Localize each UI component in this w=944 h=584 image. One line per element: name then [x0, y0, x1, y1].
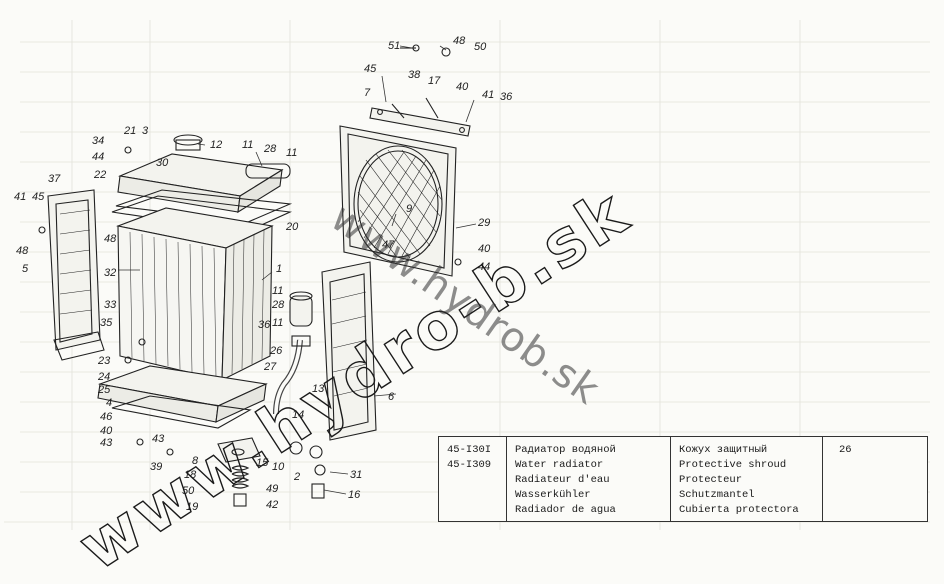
callout-16: 16: [348, 489, 361, 501]
callout-30: 30: [156, 157, 169, 169]
callout-11b: 11: [286, 147, 297, 159]
caption-table: 45-I30I 45-I309 Радиатор водяной Water r…: [438, 436, 928, 522]
callout-7: 7: [364, 87, 371, 99]
callout-11a: 11: [242, 139, 253, 151]
callout-45a: 45: [364, 63, 377, 75]
callout-24: 24: [97, 371, 110, 383]
callout-40a: 40: [456, 81, 469, 93]
callout-37: 37: [48, 173, 61, 185]
callout-29: 29: [477, 217, 490, 229]
callout-8: 8: [192, 455, 199, 467]
callout-51: 51: [388, 40, 400, 52]
callout-48a: 48: [453, 35, 466, 47]
callout-50b: 50: [182, 485, 195, 497]
callout-42: 42: [266, 499, 278, 511]
callout-34: 34: [92, 135, 104, 147]
callout-9: 9: [406, 203, 412, 215]
callout-41b: 41: [14, 191, 26, 203]
caption-part-fr: Protecteur: [679, 474, 743, 486]
callout-33: 33: [104, 299, 117, 311]
callout-44b: 44: [478, 261, 490, 273]
callout-40b: 40: [478, 243, 491, 255]
callout-4: 4: [106, 397, 112, 409]
callout-43b: 43: [152, 433, 165, 445]
callout-10: 10: [272, 461, 285, 473]
caption-product-ru: Радиатор водяной: [515, 444, 616, 456]
callout-18: 18: [184, 469, 197, 481]
caption-part-ru: Кожух защитный: [679, 444, 768, 456]
callout-23: 23: [97, 355, 111, 367]
callout-5: 5: [22, 263, 29, 275]
callout-11c: 11: [272, 285, 283, 297]
caption-code: 45-I309: [447, 459, 492, 471]
callout-25: 25: [97, 384, 111, 396]
hose-assembly: [273, 291, 313, 415]
caption-drawing-codes: 45-I30I 45-I309: [439, 437, 507, 521]
callout-50a: 50: [474, 41, 487, 53]
callout-45b: 45: [32, 191, 45, 203]
callout-20: 20: [285, 221, 299, 233]
callout-12: 12: [210, 139, 222, 151]
callout-32: 32: [104, 267, 116, 279]
caption-product-de: Wasserkühler: [515, 489, 591, 501]
callout-38: 38: [408, 69, 421, 81]
fasteners: [38, 44, 462, 456]
leader-lines: [118, 45, 477, 495]
callout-17: 17: [428, 75, 441, 87]
caption-product-en: Water radiator: [515, 459, 604, 471]
top-bracket-part-7: [369, 97, 471, 137]
callout-21: 21: [123, 125, 136, 137]
callout-28b: 28: [271, 299, 285, 311]
callout-39: 39: [150, 461, 162, 473]
callout-46: 46: [100, 411, 113, 423]
callout-6: 6: [388, 391, 395, 403]
side-plate-right-part-6: [321, 261, 377, 441]
bottom-mount-assembly: [217, 437, 261, 507]
callout-48c: 48: [16, 245, 29, 257]
side-plate-left-part-5: [47, 189, 105, 361]
callout-48b: 48: [104, 233, 117, 245]
caption-product-fr: Radiateur d'eau: [515, 474, 610, 486]
callout-19: 19: [186, 501, 198, 513]
caption-sheet-number: 26: [823, 437, 927, 521]
caption-part-en: Protective shroud: [679, 459, 787, 471]
caption-part-names: Кожух защитный Protective shroud Protect…: [671, 437, 823, 521]
callout-28a: 28: [263, 143, 277, 155]
caption-product-names: Радиатор водяной Water radiator Radiateu…: [507, 437, 671, 521]
callout-1: 1: [276, 263, 282, 275]
callout-40c: 40: [100, 425, 113, 437]
callout-11d: 11: [272, 317, 283, 329]
caption-product-es: Radiador de agua: [515, 504, 616, 516]
callout-43a: 43: [100, 437, 113, 449]
callout-44a: 44: [92, 151, 104, 163]
callout-2: 2: [293, 471, 300, 483]
drain-fittings: [289, 441, 326, 499]
upper-tank-part-3: [117, 134, 291, 214]
caption-code: 45-I30I: [447, 444, 492, 456]
callout-27: 27: [263, 361, 277, 373]
fan-shroud-part-29: [339, 125, 457, 277]
lower-tank-part-4: [97, 365, 268, 429]
callout-3: 3: [142, 125, 149, 137]
callout-22: 22: [93, 169, 106, 181]
callout-26: 26: [269, 345, 283, 357]
callout-36b: 36: [258, 319, 271, 331]
callout-35: 35: [100, 317, 113, 329]
caption-part-es: Cubierta protectora: [679, 504, 799, 516]
callout-36a: 36: [500, 91, 513, 103]
sheet-number: 26: [839, 444, 852, 456]
callout-47: 47: [382, 239, 395, 251]
callout-15: 15: [256, 457, 269, 469]
parts-drawing: [38, 44, 471, 507]
caption-part-de: Schutzmantel: [679, 489, 755, 501]
radiator-core-part-1: [116, 207, 274, 381]
callout-41a: 41: [482, 89, 494, 101]
callout-14: 14: [292, 409, 304, 421]
callout-31: 31: [350, 469, 362, 481]
callout-49: 49: [266, 483, 278, 495]
callout-13: 13: [312, 383, 325, 395]
